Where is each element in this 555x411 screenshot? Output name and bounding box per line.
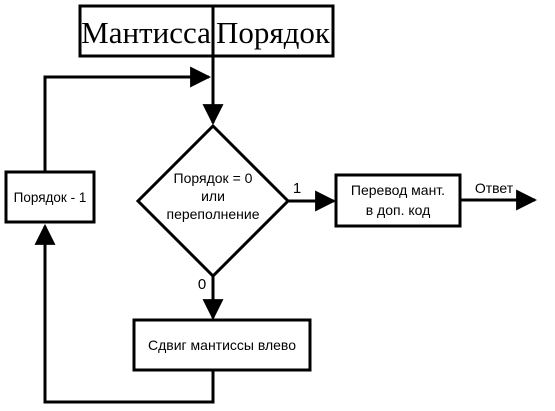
condition-line-1: Порядок = 0 [174,170,253,186]
register-header: Мантисса Порядок [78,4,335,58]
mantissa-cell [78,4,215,58]
decrement-label: Порядок - 1 [14,190,87,205]
decrement-feedback-arrow [43,66,212,172]
convert-block: Перевод мант. в доп. код [334,173,462,228]
condition-line-3: переполнение [166,206,259,222]
shift-to-decrement-arrow [34,223,215,404]
shift-label: Сдвиг мантиссы влево [148,337,296,353]
exponent-label: Порядок [216,15,331,50]
decrement-block: Порядок - 1 [4,170,96,224]
output-label: Ответ [475,180,514,196]
exponent-cell [211,4,335,58]
shift-block: Сдвиг мантиссы влево [132,318,312,372]
mantissa-label: Мантисса [81,15,211,50]
condition-diamond: Порядок = 0 или переполнение [135,123,291,279]
yes-branch-label: 1 [293,180,301,197]
no-branch-label: 0 [198,276,206,293]
convert-line-2: в доп. код [366,202,431,218]
condition-line-2: или [201,188,225,204]
convert-line-1: Перевод мант. [351,182,445,198]
